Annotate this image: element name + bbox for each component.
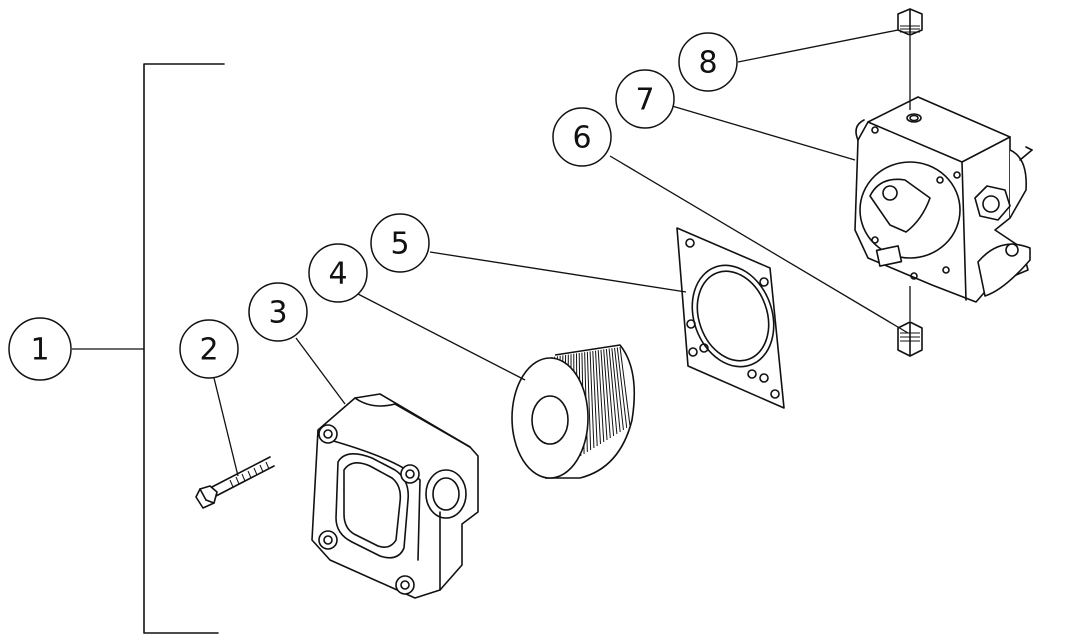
svg-text:5: 5: [390, 227, 409, 262]
callout-3: 3: [248, 282, 308, 342]
filter-pleat-line: [600, 349, 608, 441]
filter-pleat-line: [616, 347, 628, 429]
assembly-bracket: [72, 63, 225, 634]
leader-5: [429, 251, 687, 293]
part-plug-bottom: [897, 321, 923, 357]
svg-text:1: 1: [30, 333, 49, 368]
filter-pleat-line: [586, 351, 592, 451]
filter-pleat-line: [608, 348, 618, 435]
svg-text:6: 6: [572, 121, 591, 156]
svg-text:8: 8: [698, 46, 717, 81]
part-plug-top: [897, 8, 923, 36]
leader-3: [295, 337, 346, 405]
callout-2: 2: [179, 319, 239, 379]
callout-4: 4: [308, 243, 368, 303]
filter-pleat-line: [605, 348, 615, 437]
filter-pleat-line: [592, 350, 598, 447]
leader-2: [213, 377, 239, 477]
part-filter-element: [511, 344, 636, 479]
filter-pleat-line: [597, 350, 605, 443]
callout-1: 1: [8, 317, 72, 381]
leader-8: [737, 29, 899, 63]
filter-pleat-line: [619, 346, 631, 427]
callout-7: 7: [615, 69, 675, 129]
svg-text:4: 4: [328, 257, 347, 292]
part-bolt: [195, 456, 275, 509]
filter-pleat-line: [611, 348, 621, 433]
filter-pleat-line: [589, 351, 595, 449]
part-pump-body: [854, 96, 1033, 303]
filter-pleat-line: [603, 349, 611, 439]
svg-text:2: 2: [199, 333, 218, 368]
filter-pleat-line: [595, 350, 601, 445]
leader-4: [357, 293, 526, 381]
leader-lines: [213, 29, 909, 477]
leader-7: [671, 105, 856, 161]
filter-pleat-line: [614, 347, 624, 431]
callout-8: 8: [678, 32, 738, 92]
part-gasket: [676, 227, 785, 409]
leader-6: [609, 155, 909, 334]
svg-text:3: 3: [268, 296, 287, 331]
part-filter-housing: [311, 393, 479, 599]
callout-6: 6: [552, 107, 612, 167]
callout-5: 5: [370, 213, 430, 273]
svg-text:7: 7: [635, 83, 654, 118]
